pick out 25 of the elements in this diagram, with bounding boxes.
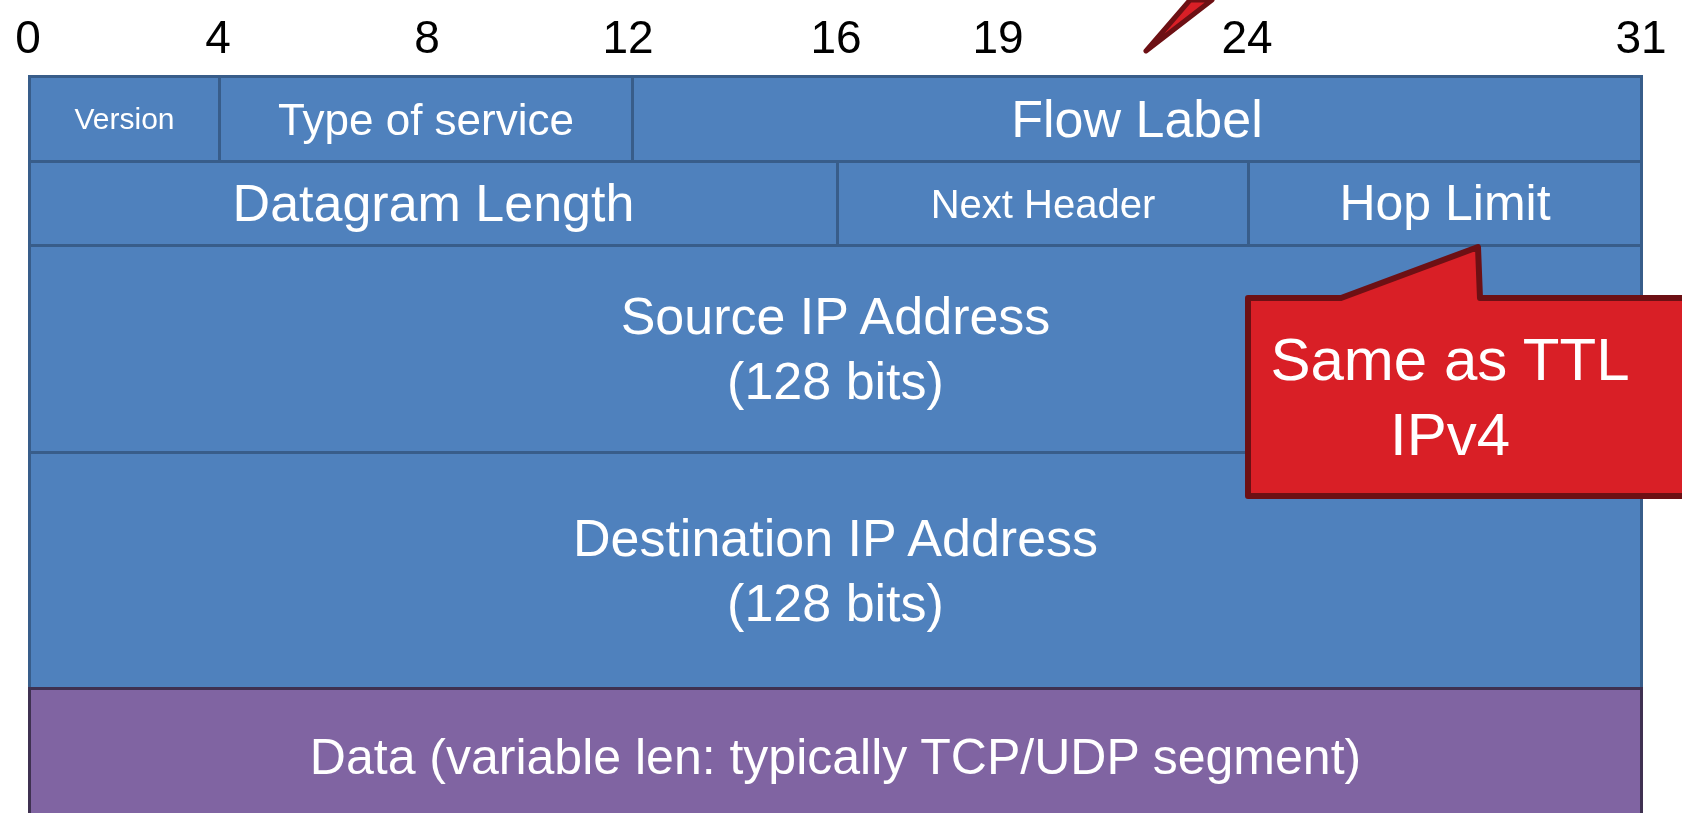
header-field	[631, 75, 1643, 163]
field-label: Type of service	[278, 93, 574, 146]
header-field	[1247, 160, 1643, 247]
field-label: Source IP Address (128 bits)	[619, 286, 1052, 412]
callout-text: Same as TTL IPv4	[1269, 325, 1631, 470]
bit-position-label: 16	[810, 10, 862, 64]
bit-position-label: 31	[1615, 10, 1667, 64]
header-field	[28, 75, 221, 163]
bit-position-label: 24	[1221, 10, 1273, 64]
field-label: Hop Limit	[1339, 174, 1551, 234]
bit-position-label: 0	[15, 10, 41, 64]
header-field	[218, 75, 634, 163]
field-label: Data (variable len: typically TCP/UDP segment)	[309, 727, 1362, 787]
bit-position-label: 12	[602, 10, 654, 64]
payload-field	[28, 687, 1643, 813]
header-field	[28, 160, 839, 247]
bit-position-label: 4	[205, 10, 231, 64]
header-field	[836, 160, 1250, 247]
bit-position-label: 19	[972, 10, 1024, 64]
field-label: Next Header	[930, 180, 1156, 228]
field-label: Destination IP Address (128 bits)	[571, 507, 1100, 634]
bit-position-label: 8	[414, 10, 440, 64]
field-label: Flow Label	[1011, 88, 1263, 150]
field-label: Datagram Length	[232, 173, 635, 234]
field-label: Version	[74, 101, 175, 138]
